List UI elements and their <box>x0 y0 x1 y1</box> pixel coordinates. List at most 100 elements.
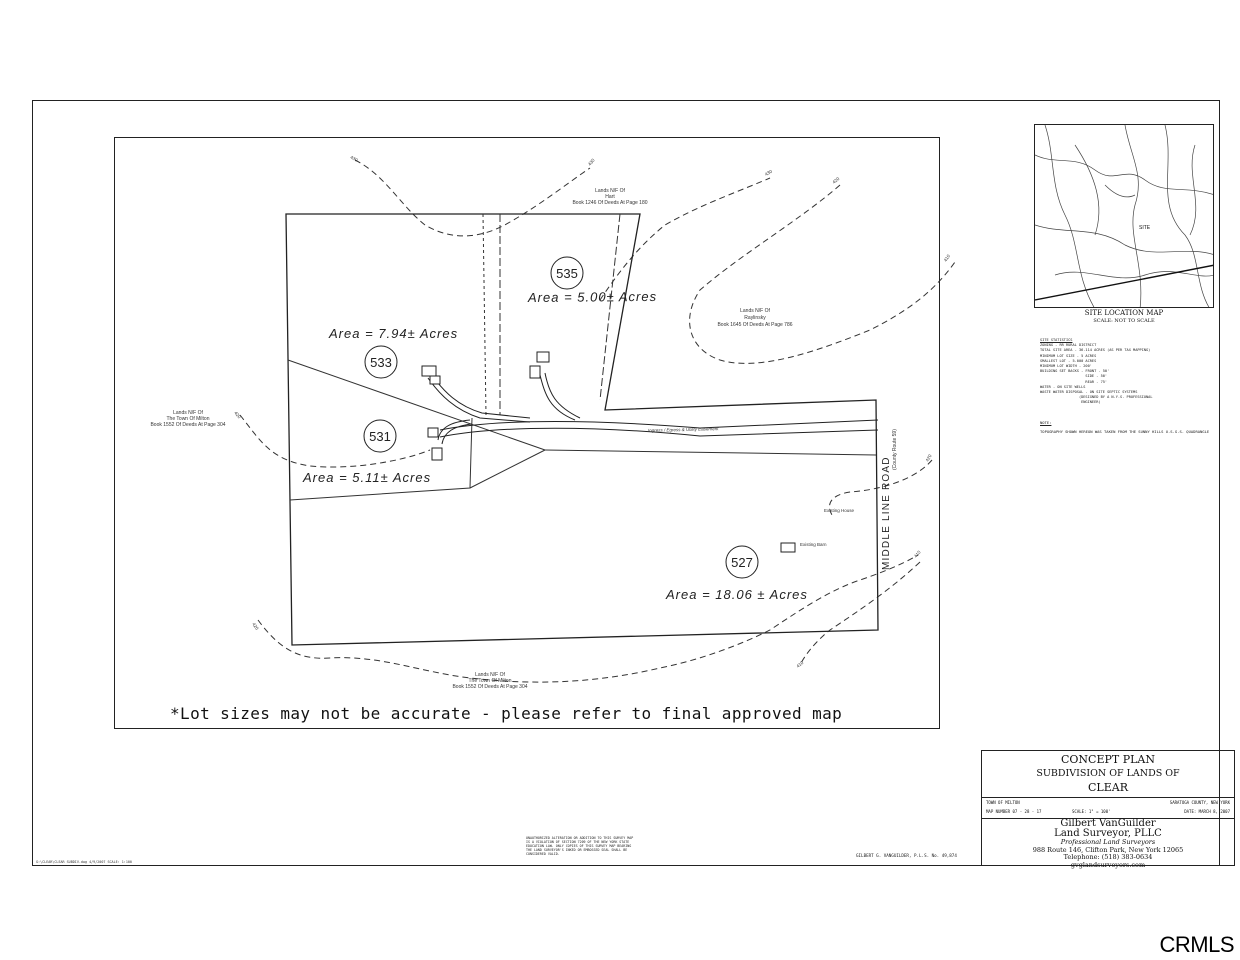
contour-label: 410 <box>913 549 922 558</box>
map-date: DATE: MARCH 8, 2007 <box>1184 809 1230 814</box>
adjoiner-labels: Lands N/F Of Hart Book 1246 Of Deeds At … <box>150 188 792 690</box>
lot-line <box>287 359 546 451</box>
firm-website: gvglandsurveyors.com <box>1070 860 1146 869</box>
adjoiner-label: Lands N/F Of <box>475 672 505 678</box>
site-statistic-line: SMALLEST LOT - 5.000 ACRES <box>1040 358 1097 363</box>
site-statistic-line: REAR - 75' <box>1040 379 1108 384</box>
map-number: MAP NUMBER 07 - 28 - 17 <box>986 809 1042 814</box>
contour-label: 410 <box>943 253 952 262</box>
firm-phone: Telephone: (518) 383-0634 <box>1063 853 1153 861</box>
contour-label: 420 <box>233 410 242 419</box>
lot-number: 531 <box>369 429 391 444</box>
town-name: TOWN OF MILTON <box>986 800 1020 805</box>
drawing-file-id: G:\CLEAR\CLEAR SUBDIV.dwg 4/9/2007 SCALE… <box>36 860 132 864</box>
surveyor-signature: GILBERT G. VANGUILDER, P.L.S. No. 49,874 <box>856 853 957 858</box>
adjoiner-label: Lands N/F Of <box>173 410 203 416</box>
area-label: Area = 18.06 ± Acres <box>665 587 808 602</box>
contour-label: 410 <box>795 660 804 669</box>
house-footprint <box>427 427 439 438</box>
contour-label: 420 <box>831 176 840 185</box>
lot-lines <box>287 213 877 501</box>
contour-line <box>689 184 956 364</box>
crmls-watermark: CRMLS <box>1159 932 1234 957</box>
lot-line <box>544 449 877 456</box>
house-footprints <box>421 351 796 553</box>
area-label: Area = 7.94± Acres <box>328 326 458 341</box>
site-statistic-line: TOTAL SITE AREA - 36.114 ACRES (AS PER T… <box>1040 348 1151 353</box>
firm-name: Gilbert VanGuilder <box>1060 818 1156 829</box>
house-footprint <box>529 365 541 379</box>
area-label: Area = 5.00± Acres <box>527 289 657 305</box>
surveyor-firm: Gilbert VanGuilder Land Surveyor, PLLC P… <box>982 819 1234 869</box>
contour-lines <box>239 159 956 683</box>
existing-house-label: Existing House <box>824 508 855 513</box>
legal-notes: UNAUTHORIZED ALTERATION OR ADDITION TO T… <box>526 836 634 856</box>
drawing-sheet-border <box>32 100 1220 866</box>
adjoiner-label: Book 1552 Of Deeds At Page 304 <box>150 422 225 428</box>
driveway <box>430 373 531 419</box>
house-footprint <box>536 351 550 363</box>
lot-numbers: 535 533 531 527 <box>369 266 753 570</box>
road-name: MIDDLE LINE ROAD <box>881 456 892 570</box>
map-scale: SCALE: 1" = 100' <box>1072 809 1111 814</box>
adjoiner-label: Book 1246 Of Deeds At Page 180 <box>572 200 647 206</box>
adjoiner-label: The Town Of Milton <box>469 678 512 684</box>
contour-label: 430 <box>350 155 359 163</box>
lot-number: 533 <box>370 355 392 370</box>
contour-line <box>799 561 921 666</box>
contour-line <box>239 414 431 468</box>
plan-subtitle: SUBDIVISION OF LANDS OF <box>1036 768 1180 779</box>
firm-address: 988 Route 146, Clifton Park, New York 12… <box>1032 845 1184 854</box>
outer-boundary <box>285 213 879 646</box>
area-label: Area = 5.11± Acres <box>302 470 431 485</box>
site-statistic-line: WATER - ON SITE WELLS <box>1040 384 1086 389</box>
lot-circle <box>364 345 398 379</box>
adjoiner-label: The Town Of Milton <box>167 416 210 422</box>
adjoiner-label: Hart <box>605 194 615 200</box>
easement-line <box>439 427 879 438</box>
contour-label: 420 <box>925 453 933 462</box>
adjoiner-label: Book 1552 Of Deeds At Page 304 <box>452 684 527 690</box>
map-info-row: TOWN OF MILTON SARATOGA COUNTY, NEW YORK… <box>982 797 1234 819</box>
note-text: TOPOGRAPHY SHOWN HEREON WAS TAKEN FROM T… <box>1040 429 1210 435</box>
site-statistics: SITE STATISTICS ZONING - RR RURAL DISTRI… <box>1040 338 1220 406</box>
contour-label: 430 <box>587 157 596 166</box>
site-statistic-line: ZONING - RR RURAL DISTRICT <box>1040 343 1097 348</box>
owner-name: CLEAR <box>1088 781 1128 794</box>
driveway <box>437 419 471 441</box>
site-statistic-line: SIDE - 50' <box>1040 374 1108 379</box>
driveway <box>539 374 576 421</box>
lot-number: 527 <box>731 555 753 570</box>
adjoiner-label: Lands N/F Of <box>595 188 625 194</box>
site-location-map-scale: SCALE: NOT TO SCALE <box>1093 318 1155 324</box>
firm-type: Professional Land Surveyors <box>1060 838 1156 846</box>
plan-frame <box>114 137 940 729</box>
contour-label: 420 <box>251 622 260 631</box>
lot-line <box>599 213 621 401</box>
lot-circle <box>363 419 397 453</box>
lot-number: 535 <box>556 266 578 281</box>
plan-type: CONCEPT PLAN <box>1060 753 1155 766</box>
adjoiner-label: Raylinsky <box>744 315 766 321</box>
county-name: SARATOGA COUNTY, NEW YORK <box>1169 800 1230 805</box>
lot-circle <box>725 545 759 579</box>
easement-label: Ingress / Egress & Utility Easement <box>648 426 719 433</box>
contour-label: 430 <box>764 169 773 177</box>
easement-line <box>439 419 879 431</box>
site-statistic-line: BUILDING SET BACKS - FRONT - 50' <box>1040 369 1110 374</box>
lot-line <box>482 213 487 416</box>
contour-line <box>599 177 771 301</box>
site-statistic-line: WASTE WATER DISPOSAL - ON SITE SEPTIC SY… <box>1040 390 1138 395</box>
lot-size-disclaimer: *Lot sizes may not be accurate - please … <box>170 704 843 723</box>
site-location-map-caption: SITE LOCATION MAP SCALE: NOT TO SCALE <box>1034 309 1214 325</box>
contour-line <box>828 459 933 516</box>
site-statistic-line: MINIMUM LOT WIDTH - 200' <box>1040 364 1092 369</box>
adjoiner-label: Book 1645 Of Deeds At Page 786 <box>717 322 792 328</box>
site-statistic-line: ENGINEER) <box>1040 400 1101 405</box>
existing-barn-footprint <box>780 542 796 553</box>
contour-line <box>257 554 919 683</box>
house-footprint <box>421 365 437 377</box>
site-marker: SITE <box>1139 225 1151 231</box>
lot-circles <box>363 256 759 579</box>
